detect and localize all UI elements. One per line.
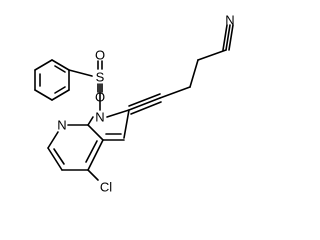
bond	[128, 97, 161, 111]
bond	[106, 109, 130, 118]
bond	[85, 140, 98, 163]
atom-label-nitrile-n: N	[225, 13, 234, 28]
bond	[123, 109, 130, 139]
bond	[189, 59, 199, 88]
bond	[222, 24, 228, 51]
atom-label-oxygen-bottom: O	[95, 90, 105, 105]
atom-label-oxygen-top: O	[95, 48, 105, 63]
sulfonyl-group	[68, 60, 103, 111]
bond	[128, 93, 161, 107]
pyrrole-ring	[87, 109, 130, 141]
bond	[228, 24, 234, 51]
bond	[34, 89, 53, 101]
phenyl-ring	[34, 59, 70, 101]
bond	[87, 124, 104, 141]
bond	[159, 86, 191, 99]
atom-label-chlorine: Cl	[100, 180, 112, 195]
bond	[130, 101, 162, 115]
bond	[225, 24, 231, 51]
bond	[68, 69, 93, 77]
bond	[51, 59, 70, 71]
chemical-structure-diagram: N S O O N N Cl	[34, 13, 235, 195]
bond	[47, 131, 59, 149]
bond	[53, 148, 65, 165]
bond	[197, 49, 227, 61]
pyridine-ring	[47, 124, 104, 171]
bond	[47, 147, 63, 171]
bond	[51, 89, 70, 101]
bond	[34, 59, 53, 71]
atom-label-pyrrole-n: N	[95, 110, 104, 125]
atom-label-sulfur: S	[96, 70, 105, 85]
bond	[54, 65, 66, 73]
bond	[87, 169, 99, 181]
atom-label-pyridine-n: N	[57, 118, 66, 133]
bond	[87, 139, 104, 171]
hexynenitrile-chain	[128, 24, 234, 115]
bond	[54, 86, 66, 94]
bond	[87, 116, 94, 126]
